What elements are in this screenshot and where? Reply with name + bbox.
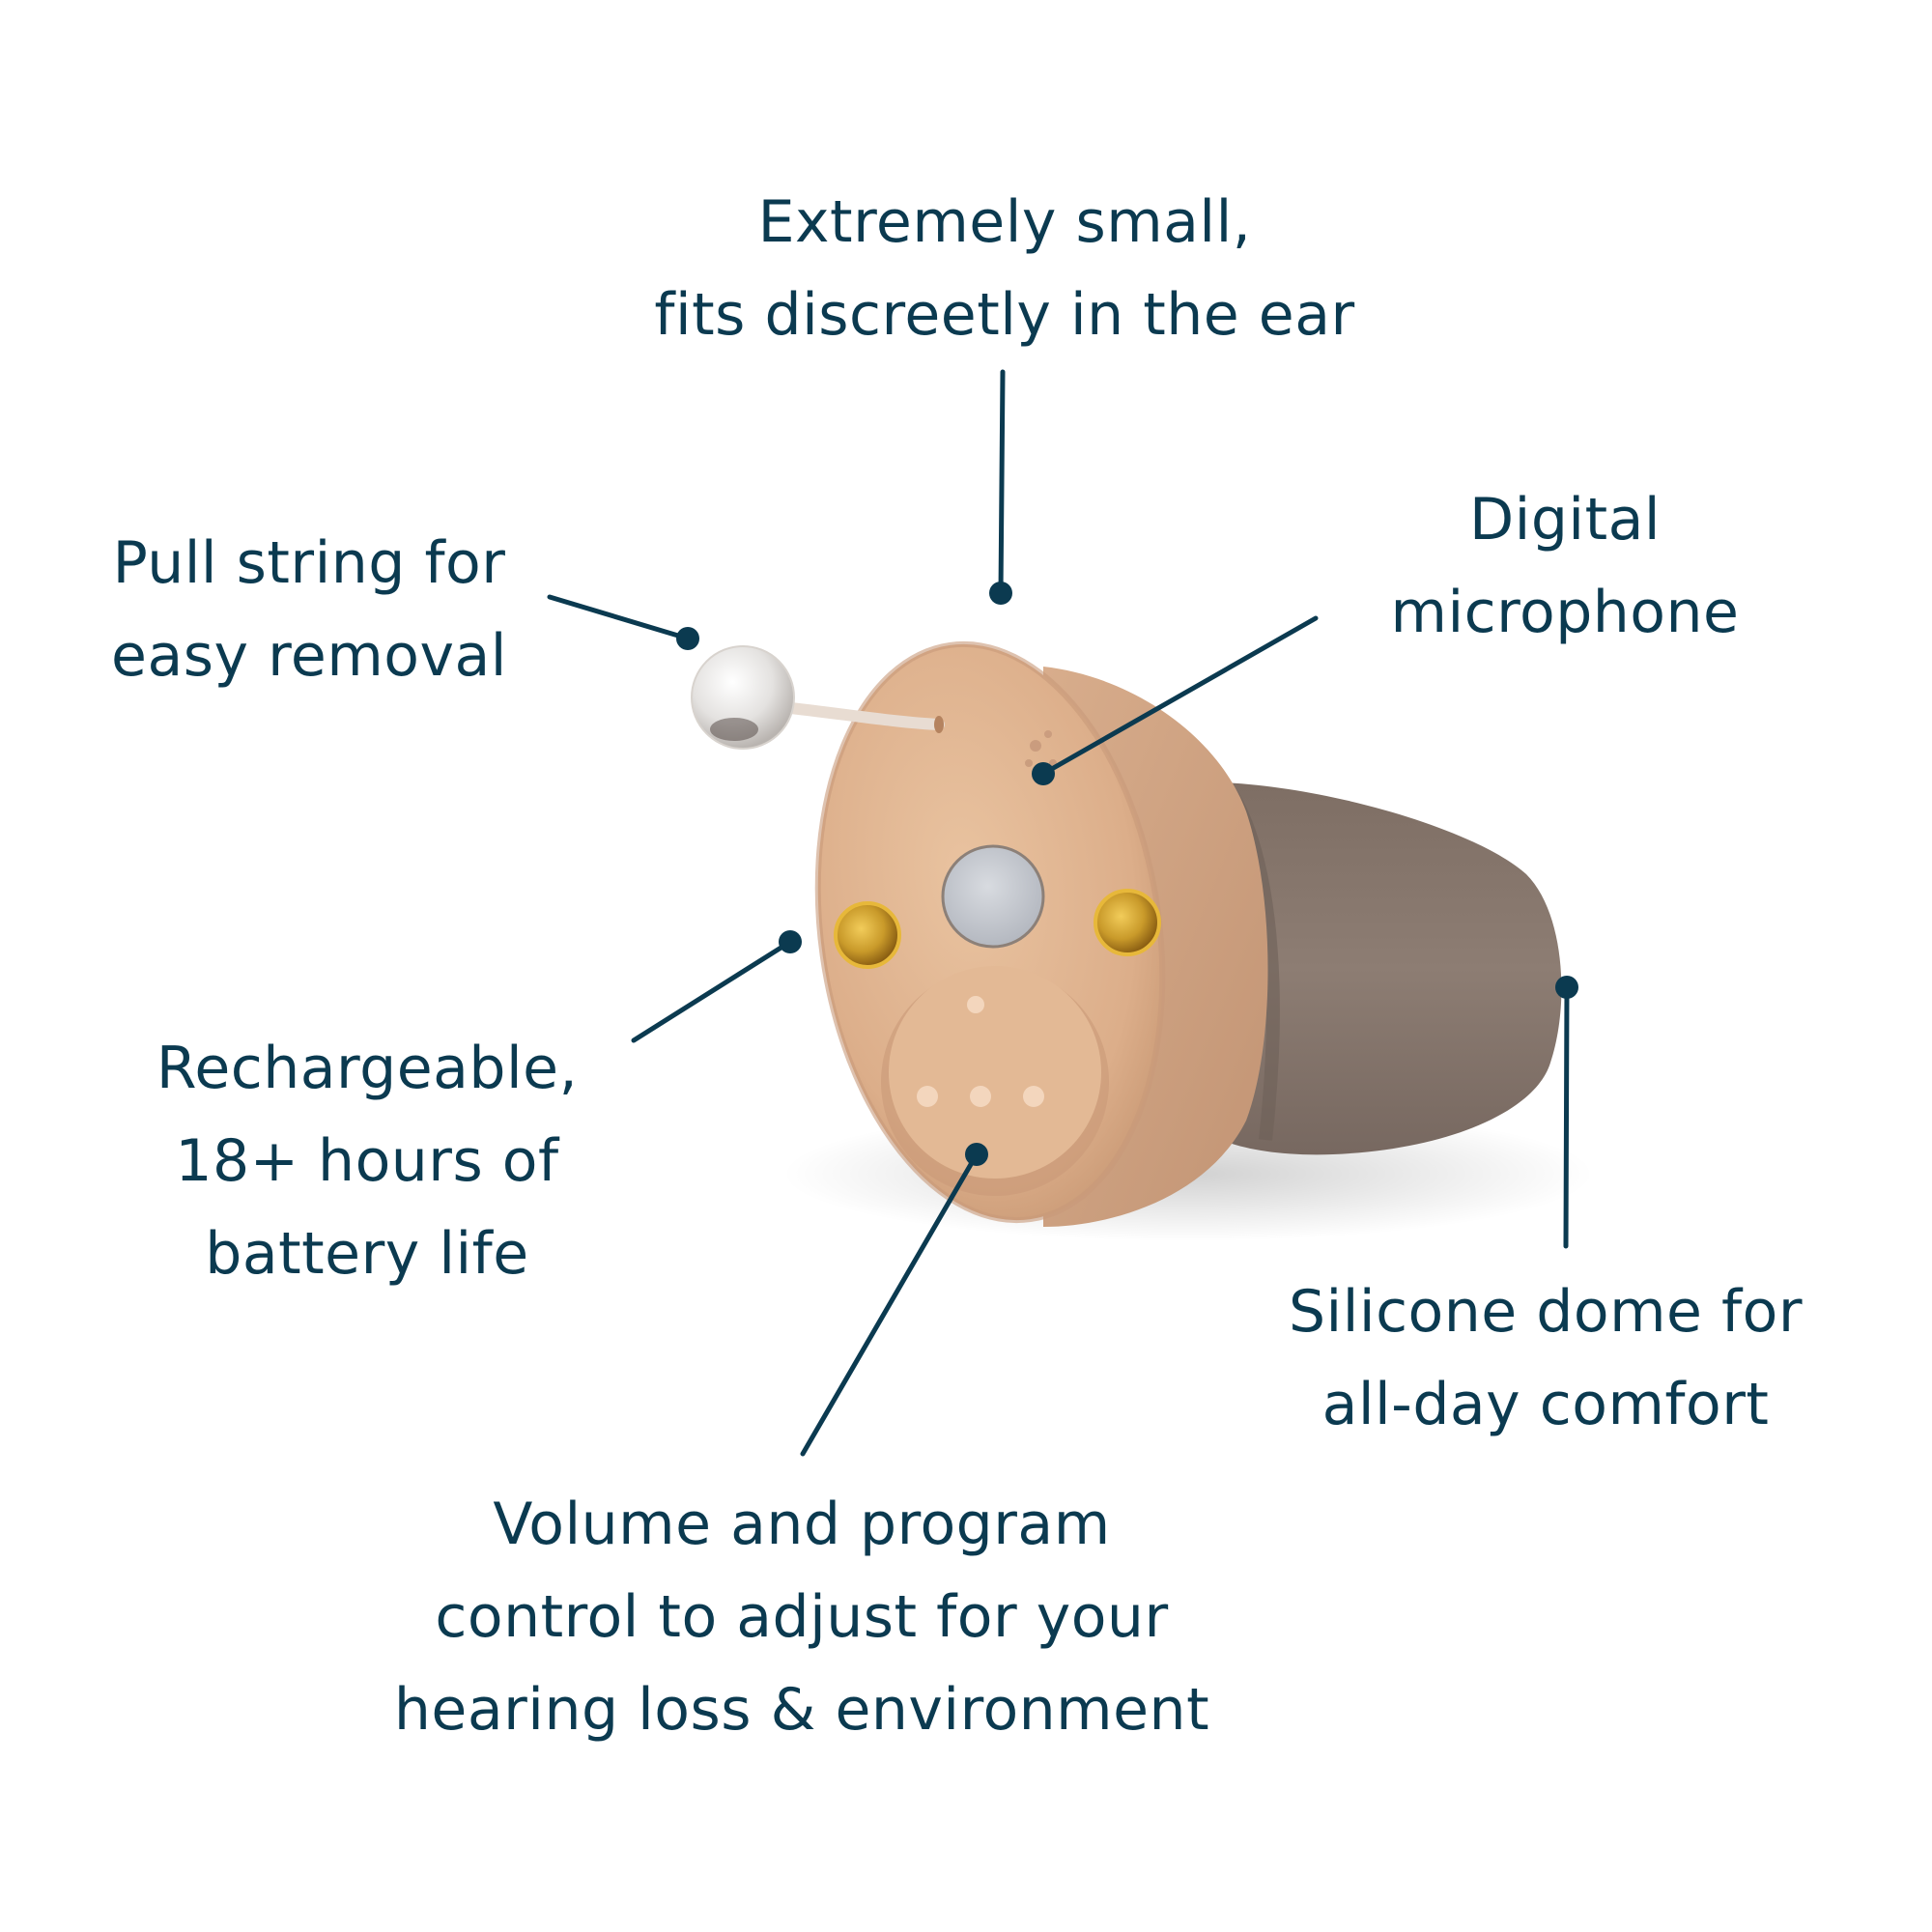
charging-contact-left [834,901,901,969]
callout-text-line: all-day comfort [1321,1371,1770,1438]
callout-text-line: control to adjust for your [435,1583,1169,1651]
callout-dot-dome [1555,976,1578,999]
callout-text-line: easy removal [111,622,507,690]
charging-contact-right [1094,889,1161,956]
callout-text-line: fits discreetly in the ear [654,281,1355,349]
callout-dot-size [989,582,1012,605]
silicone-dome [1188,782,1562,1155]
callout-text-line: Extremely small, [757,188,1252,256]
sensor-disc [941,844,1045,949]
callout-label-microphone: Digital microphone [1323,473,1806,659]
callout-dot-pull-string [676,627,699,650]
volume-knob [889,966,1101,1179]
callout-line-dome [1563,984,1570,1249]
callout-label-volume: Volume and program control to adjust for… [290,1478,1314,1756]
callout-text-line: battery life [205,1220,529,1288]
callout-dot-microphone [1032,762,1055,785]
callout-label-dome: Silicone dome for all-day comfort [1227,1265,1864,1451]
callout-text-line: hearing loss & environment [393,1676,1210,1744]
callout-text-line: 18+ hours of [175,1127,559,1195]
callout-text-line: Volume and program [493,1491,1111,1558]
callout-text-line: Silicone dome for [1288,1278,1804,1346]
callout-text-line: Rechargeable, [156,1035,579,1102]
callout-line-pull-string [547,594,691,641]
callout-text-line: Pull string for [112,529,506,597]
pull-string-stem [777,701,945,730]
callout-text-line: Digital [1468,486,1662,554]
callout-label-pull-string: Pull string for easy removal [58,517,560,702]
callout-line-volume [800,1151,980,1457]
callout-dot-battery [779,930,802,953]
callout-dot-volume [965,1143,988,1166]
callout-line-size [998,369,1006,596]
callout-label-battery: Rechargeable, 18+ hours of battery life [97,1022,638,1300]
callout-label-size: Extremely small, fits discreetly in the … [580,176,1430,361]
callout-text-line: microphone [1390,579,1740,646]
callout-line-battery [631,939,793,1043]
callout-line-microphone [1040,615,1319,777]
volume-knob-dots [917,996,1044,1107]
